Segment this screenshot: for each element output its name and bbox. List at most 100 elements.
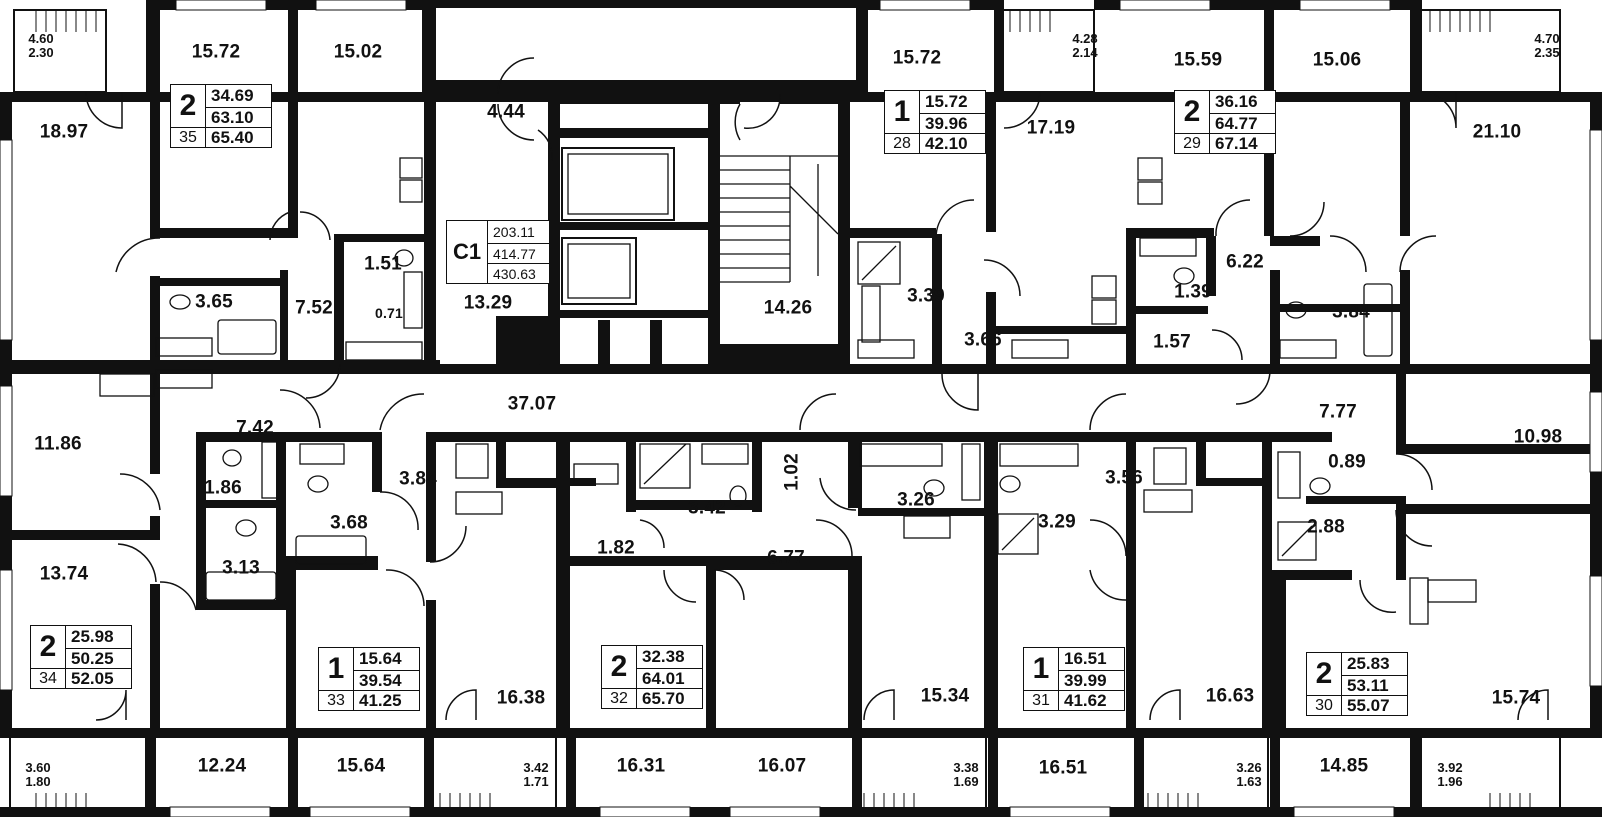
apartment-living-area: 16.51 — [1058, 648, 1124, 670]
room-area-label: 15.34 — [920, 685, 970, 707]
apartment-total-area: 64.01 — [636, 668, 702, 688]
room-area-label: 1.51 — [364, 253, 402, 275]
room-area-label: 37.07 — [507, 393, 557, 415]
room-area-label: 15.74 — [1491, 687, 1541, 709]
apartment-rooms: 2 — [610, 650, 628, 683]
commercial-info-box: C1 203.11 414.77 430.63 — [446, 220, 550, 284]
room-area-label: 13.29 — [463, 292, 513, 314]
apartment-total-with-balcony: 52.05 — [65, 668, 131, 688]
room-area-label: 16.31 — [616, 755, 666, 777]
room-area-label: 10.98 — [1513, 426, 1563, 448]
apartment-living-area: 32.38 — [636, 646, 702, 668]
utility-shaft-fills — [496, 316, 662, 364]
apartment-info-box: 1 15.72 39.96 28 42.10 — [884, 90, 986, 154]
room-area-label: 3.29 — [1038, 511, 1076, 533]
room-area-label: 3.84 — [399, 468, 437, 490]
commercial-area-1: 203.11 — [487, 221, 549, 243]
apartment-number: 35 — [171, 127, 205, 147]
room-area-label: 15.59 — [1173, 49, 1223, 71]
apartment-total-area: 63.10 — [205, 107, 271, 127]
room-area-label: 12.24 — [197, 755, 247, 777]
room-area-label: 1.02 — [781, 453, 803, 491]
room-area-label: 0.71 — [374, 305, 404, 321]
apartment-total-with-balcony: 41.62 — [1058, 690, 1124, 710]
apartment-info-box: 2 34.69 63.10 35 65.40 — [170, 84, 272, 148]
apartment-number: 30 — [1307, 695, 1341, 715]
apartment-rooms: 2 — [1183, 95, 1201, 128]
room-area-label: 2.88 — [1307, 516, 1345, 538]
room-area-label: 17.19 — [1026, 117, 1076, 139]
apartment-rooms: 2 — [1315, 657, 1333, 690]
room-area-label: 16.07 — [757, 755, 807, 777]
apartment-rooms: 1 — [893, 95, 911, 128]
room-area-label: 1.39 — [1174, 281, 1212, 303]
room-area-label: 14.85 — [1319, 755, 1369, 777]
room-area-label: 3.13 — [222, 557, 260, 579]
apartment-living-area: 25.83 — [1341, 653, 1407, 675]
apartment-total-area: 39.96 — [919, 113, 985, 133]
apartment-info-box: 2 32.38 64.01 32 65.70 — [601, 645, 703, 709]
room-area-label: 7.77 — [1319, 401, 1357, 423]
doors — [85, 57, 1549, 721]
room-area-label: 15.06 — [1312, 49, 1362, 71]
apartment-total-with-balcony: 65.70 — [636, 688, 702, 708]
room-area-label: 3.65 — [195, 291, 233, 313]
apartment-living-area: 34.69 — [205, 85, 271, 107]
apartment-total-area: 53.11 — [1341, 675, 1407, 695]
apartment-total-area: 64.77 — [1209, 113, 1275, 133]
room-area-label: 3.84 — [1332, 301, 1370, 323]
commercial-area-2: 414.77 — [487, 243, 549, 263]
apartment-living-area: 36.16 — [1209, 91, 1275, 113]
room-area-label: 11.86 — [34, 433, 82, 455]
apartment-total-with-balcony: 42.10 — [919, 133, 985, 153]
room-area-label: 16.51 — [1038, 757, 1088, 779]
room-area-label: 16.63 — [1205, 685, 1255, 707]
room-area-label: 21.10 — [1472, 121, 1522, 143]
apartment-number: 28 — [885, 133, 919, 153]
room-area-label: 6.77 — [767, 547, 805, 569]
room-area-label: 3.42 — [688, 497, 726, 519]
apartment-rooms: 2 — [179, 89, 197, 122]
room-area-label: 0.89 — [1328, 451, 1366, 473]
apartment-living-area: 15.72 — [919, 91, 985, 113]
room-area-label: 15.02 — [333, 41, 383, 63]
room-area-label: 13.74 — [39, 563, 89, 585]
room-area-label: 4.44 — [487, 101, 525, 123]
apartment-info-box: 2 36.16 64.77 29 67.14 — [1174, 90, 1276, 154]
room-area-label: 3.39 — [907, 285, 945, 307]
apartment-total-with-balcony: 67.14 — [1209, 133, 1275, 153]
room-area-label: 6.22 — [1226, 251, 1264, 273]
apartment-info-box: 2 25.83 53.11 30 55.07 — [1306, 652, 1408, 716]
commercial-area-3: 430.63 — [487, 263, 549, 283]
apartment-number: 31 — [1024, 690, 1058, 710]
room-area-label: 1.57 — [1153, 331, 1191, 353]
apartment-info-box: 1 16.51 39.99 31 41.62 — [1023, 647, 1125, 711]
room-area-label: 3.68 — [330, 512, 368, 534]
apartment-number: 32 — [602, 688, 636, 708]
room-area-label: 1.82 — [597, 537, 635, 559]
room-area-label: 18.97 — [39, 121, 89, 143]
room-area-label: 1.86 — [204, 477, 242, 499]
apartment-info-box: 1 15.64 39.54 33 41.25 — [318, 647, 420, 711]
apartment-total-area: 39.99 — [1058, 670, 1124, 690]
fixtures — [99, 147, 1477, 625]
apartment-total-with-balcony: 65.40 — [205, 127, 271, 147]
apartment-number: 33 — [319, 690, 353, 710]
room-area-label: 3.56 — [1105, 467, 1143, 489]
room-area-label: 14.26 — [763, 297, 813, 319]
apartment-total-with-balcony: 41.25 — [353, 690, 419, 710]
room-area-label: 3.66 — [964, 329, 1002, 351]
apartment-total-with-balcony: 55.07 — [1341, 695, 1407, 715]
apartment-rooms: 1 — [1032, 652, 1050, 685]
apartment-rooms: 2 — [39, 630, 57, 663]
room-area-label: 15.72 — [191, 41, 241, 63]
apartment-number: 29 — [1175, 133, 1209, 153]
